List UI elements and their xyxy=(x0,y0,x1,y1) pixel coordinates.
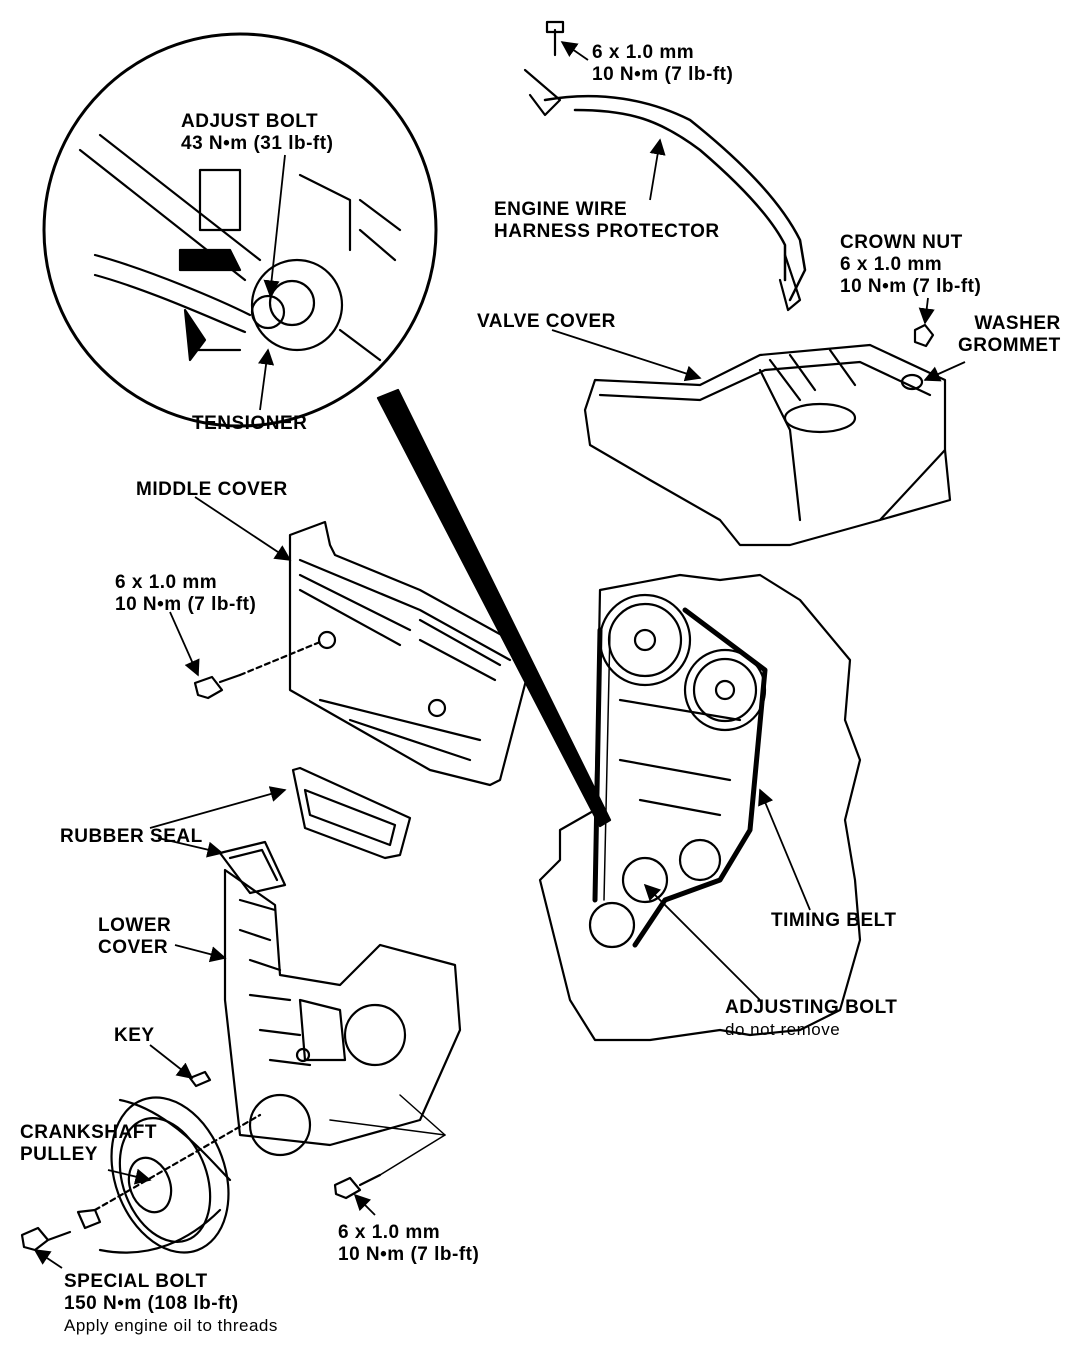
rubber-seal-label: RUBBER SEAL xyxy=(60,826,203,847)
engine-block xyxy=(538,573,862,1042)
adjust-bolt-label: ADJUST BOLT 43 N•m (31 lb-ft) xyxy=(181,111,333,155)
special-bolt-note: Apply engine oil to threads xyxy=(64,1316,278,1335)
leader-adjust-bolt xyxy=(263,154,286,297)
lower-cover-label: LOWER COVER xyxy=(98,915,171,959)
leader-harness-bolt xyxy=(560,41,589,61)
leader-adjusting-bolt xyxy=(643,883,761,1001)
lower-cover xyxy=(223,868,462,1157)
engine-wire-harness-protector xyxy=(523,68,807,312)
middle-cover-bolt-label: 6 x 1.0 mm 10 N•m (7 lb-ft) xyxy=(115,572,256,616)
valve-cover xyxy=(583,343,952,547)
leader-harness-protector xyxy=(649,138,666,201)
crown-nut-label: CROWN NUT 6 x 1.0 mm 10 N•m (7 lb-ft) xyxy=(840,232,981,298)
harness-bolt-size: 6 x 1.0 mm xyxy=(592,42,695,63)
harness-protector-line2: HARNESS PROTECTOR xyxy=(494,221,720,242)
rubber-seal xyxy=(291,766,412,860)
leader-rubber-seal-b xyxy=(157,837,224,858)
lower-cover-bolt-size: 6 x 1.0 mm xyxy=(338,1222,441,1243)
lower-cover-bolt-label: 6 x 1.0 mm 10 N•m (7 lb-ft) xyxy=(338,1222,479,1266)
timing-belt-assembly xyxy=(588,593,768,949)
crown-nut-name: CROWN NUT xyxy=(840,232,963,253)
harness-bolt-label: 6 x 1.0 mm 10 N•m (7 lb-ft) xyxy=(592,42,733,86)
leader-valve-cover xyxy=(551,329,702,382)
crankshaft-pulley-line1: CRANKSHAFT xyxy=(20,1122,157,1143)
harness-protector-label: ENGINE WIRE HARNESS PROTECTOR xyxy=(494,199,720,243)
leader-grommet xyxy=(923,361,966,382)
leader-timing-belt xyxy=(758,788,811,911)
key-label: KEY xyxy=(114,1025,155,1046)
leader-tensioner xyxy=(258,348,275,411)
woodruff-key xyxy=(188,1070,212,1088)
crown-nut-size: 6 x 1.0 mm xyxy=(840,254,943,275)
lower-cover-bolt xyxy=(333,1173,382,1200)
washer-grommet xyxy=(900,373,924,391)
rubber-seal-strip xyxy=(218,840,287,895)
leader-crankshaft-pulley xyxy=(107,1168,152,1185)
tensioner-detail-circle xyxy=(42,32,438,428)
middle-cover-label: MIDDLE COVER xyxy=(136,479,288,500)
special-bolt-label: SPECIAL BOLT 150 N•m (108 lb-ft) Apply e… xyxy=(64,1271,278,1337)
crankshaft-pulley-label: CRANKSHAFT PULLEY xyxy=(20,1122,157,1166)
tensioner-label: TENSIONER xyxy=(192,413,308,434)
leader-lower-cover xyxy=(174,944,227,963)
leader-special-bolt xyxy=(33,1249,63,1269)
middle-cover-bolt-torque: 10 N•m (7 lb-ft) xyxy=(115,594,257,615)
leader-lower-cover-bolt xyxy=(353,1193,376,1216)
lower-cover-line2: COVER xyxy=(98,937,169,958)
adjust-bolt-name: ADJUST BOLT xyxy=(181,111,319,132)
lower-cover-line1: LOWER xyxy=(98,915,172,936)
leader-middle-cover-bolt xyxy=(169,611,200,677)
special-bolt xyxy=(20,1226,72,1252)
lower-cover-bolt-torque: 10 N•m (7 lb-ft) xyxy=(338,1244,480,1265)
crown-nut-torque: 10 N•m (7 lb-ft) xyxy=(840,276,982,297)
washer-grommet-line1: WASHER xyxy=(974,313,1061,334)
leader-rubber-seal xyxy=(149,786,287,829)
leader-middle-cover xyxy=(194,496,292,561)
washer-grommet-line2: GROMMET xyxy=(958,335,1061,356)
harness-protector-line1: ENGINE WIRE xyxy=(494,199,628,220)
crankshaft-pulley-line2: PULLEY xyxy=(20,1144,98,1165)
adjusting-bolt-name: ADJUSTING BOLT xyxy=(725,997,898,1018)
leader-crown-nut xyxy=(918,297,935,325)
washer-grommet-label: WASHER GROMMET xyxy=(958,313,1061,357)
crown-nut xyxy=(913,323,935,348)
adjusting-bolt-label: ADJUSTING BOLT do not remove xyxy=(725,997,897,1041)
timing-belt-label: TIMING BELT xyxy=(771,910,897,931)
leader-key xyxy=(149,1044,194,1080)
special-bolt-torque: 150 N•m (108 lb-ft) xyxy=(64,1293,239,1314)
adjust-bolt-spec: 43 N•m (31 lb-ft) xyxy=(181,133,334,154)
special-bolt-name: SPECIAL BOLT xyxy=(64,1271,208,1292)
crankshaft-pulley xyxy=(98,1096,232,1254)
middle-cover xyxy=(288,520,532,787)
valve-cover-label: VALVE COVER xyxy=(477,311,616,332)
harness-bolt-torque: 10 N•m (7 lb-ft) xyxy=(592,64,734,85)
middle-cover-bolt xyxy=(193,673,242,700)
adjusting-bolt-note: do not remove xyxy=(725,1020,841,1039)
middle-cover-bolt-size: 6 x 1.0 mm xyxy=(115,572,218,593)
washer xyxy=(76,1208,102,1230)
